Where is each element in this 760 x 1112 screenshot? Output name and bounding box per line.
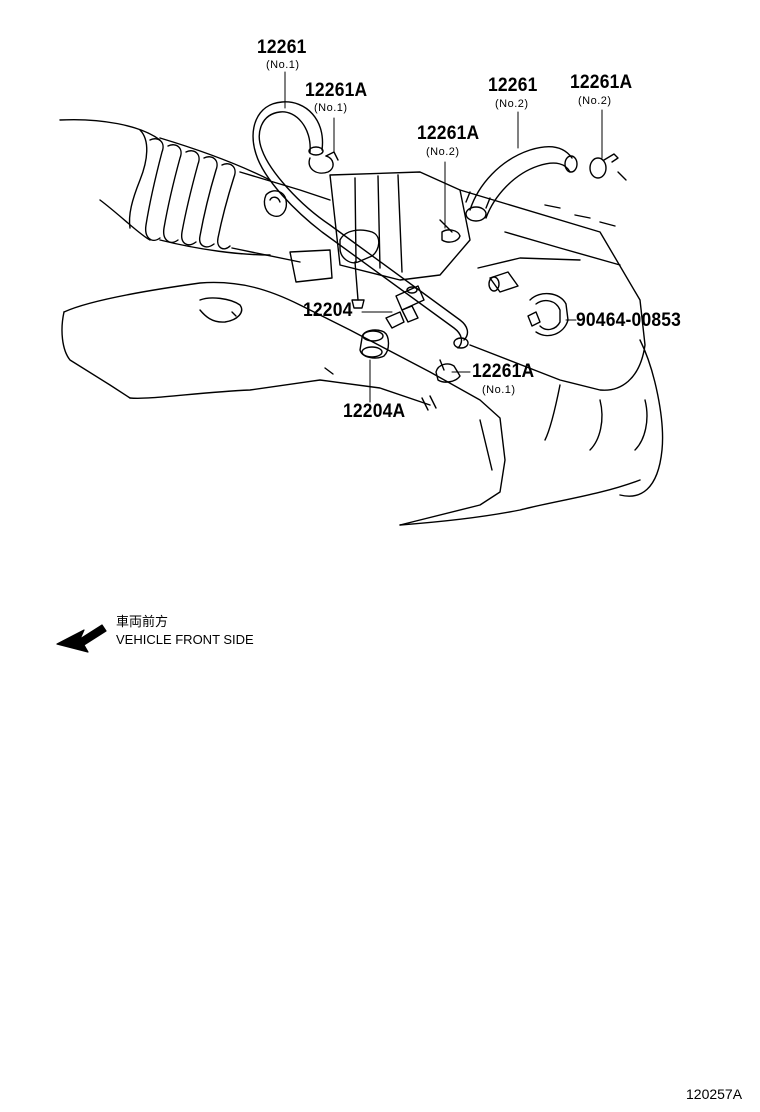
figure-code: 120257A: [686, 1086, 743, 1102]
part-variant-label: (No.1): [482, 384, 516, 396]
part-number-label: 12204A: [343, 401, 406, 422]
clamp-90464-00853: [527, 293, 569, 337]
part-variant-label: (No.2): [495, 98, 529, 110]
part-number-label: 12261: [257, 37, 307, 58]
part-number-label: 12204: [303, 300, 353, 321]
part-number-label: 12261: [488, 75, 538, 96]
part-variant-label: (No.2): [578, 95, 612, 107]
air-cleaner-case: [399, 171, 664, 526]
hose-12261-no1: [252, 101, 469, 349]
part-number-label: 12261A: [570, 72, 633, 93]
grommet-12204A: [359, 329, 390, 359]
hose-12261-no2: [465, 146, 578, 222]
leader-lines: [284, 71, 603, 403]
part-number-label: 12261A: [305, 80, 368, 101]
part-number-label: 12261A: [472, 361, 535, 382]
clip-12261A-no2-small: [439, 219, 461, 243]
engine-cover: [61, 281, 506, 526]
throttle-body: [263, 171, 471, 309]
part-variant-label: (No.2): [426, 146, 460, 158]
vehicle-front-side-label: VEHICLE FRONT SIDE: [116, 632, 254, 647]
arrow-icon: [56, 624, 107, 653]
part-number-label: 90464-00853: [576, 310, 682, 331]
clip-12261A-no2-right: [589, 153, 619, 179]
pcv-valve-12204: [385, 285, 425, 329]
part-variant-label: (No.1): [266, 59, 300, 71]
vehicle-front-side-jp: 車両前方: [116, 614, 169, 629]
part-number-label: 12261A: [417, 123, 480, 144]
intake-bellows: [59, 118, 331, 263]
fitting: [488, 271, 519, 293]
clip-12261A-no1-lower: [435, 359, 461, 383]
part-variant-label: (No.1): [314, 102, 348, 114]
